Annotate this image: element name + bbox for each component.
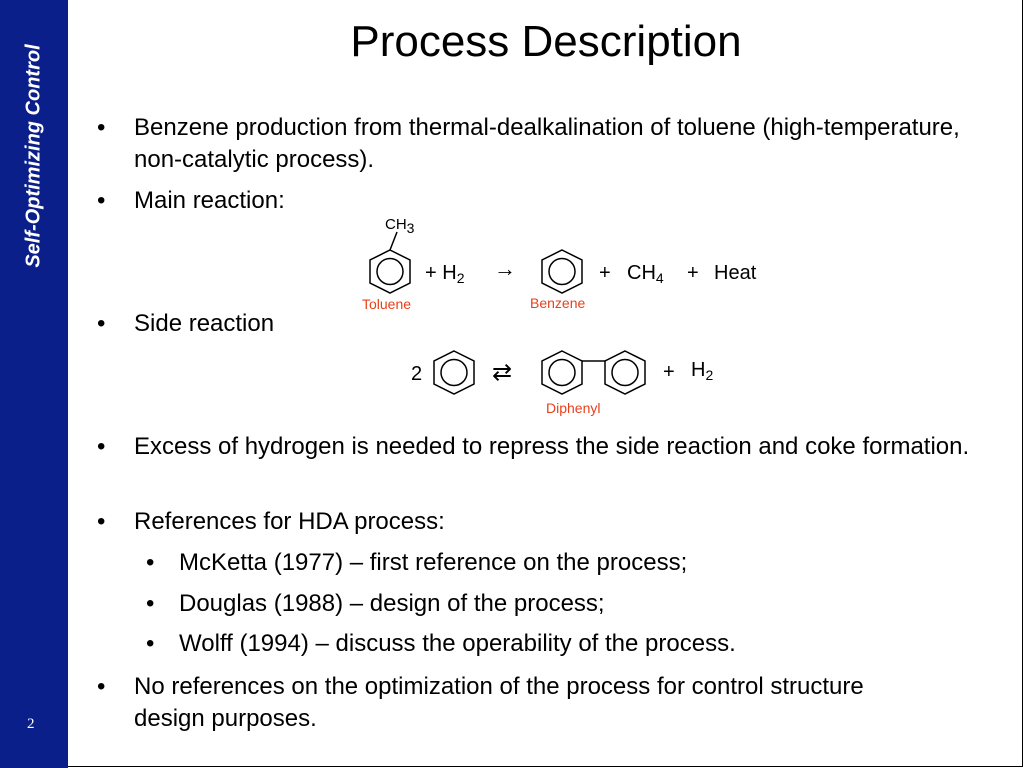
sub-bullet-wolff: • Wolff (1994) – discuss the operability… bbox=[146, 628, 979, 660]
sub-bullet-douglas: • Douglas (1988) – design of the process… bbox=[146, 588, 979, 620]
sub-bullet-mcketta: • McKetta (1977) – first reference on th… bbox=[146, 547, 979, 579]
bullet-text: McKetta (1977) – first reference on the … bbox=[179, 549, 688, 576]
bullet-text: Wolff (1994) – discuss the operability o… bbox=[179, 630, 736, 657]
bullet-text: Douglas (1988) – design of the process; bbox=[179, 590, 605, 617]
bullet-dot: • bbox=[97, 310, 106, 337]
ch4-product: CH4 bbox=[627, 262, 664, 286]
ch3-group: CH3 bbox=[385, 216, 415, 236]
label-toluene: Toluene bbox=[362, 296, 412, 312]
bullet-benzene-production: • Benzene production from thermal-dealka… bbox=[97, 112, 974, 176]
h2-product: H2 bbox=[691, 359, 714, 383]
label-benzene: Benzene bbox=[530, 295, 586, 311]
coefficient-2: 2 bbox=[411, 363, 423, 385]
bullet-side-reaction: • Side reaction bbox=[97, 308, 974, 340]
bullet-main-reaction: • Main reaction: bbox=[97, 185, 974, 217]
bullet-text: Benzene production from thermal-dealkali… bbox=[134, 114, 960, 173]
bullet-dot: • bbox=[146, 590, 155, 617]
benzene-ring bbox=[541, 249, 583, 294]
toluene-ring bbox=[369, 231, 411, 294]
bullet-dot: • bbox=[97, 114, 106, 141]
equilibrium-arrow: ⇄ bbox=[492, 359, 513, 386]
plus-sign: + bbox=[687, 262, 699, 284]
side-benzene-ring bbox=[433, 350, 475, 395]
bullet-dot: • bbox=[97, 187, 106, 214]
bullet-dot: • bbox=[97, 673, 106, 700]
reaction-arrow: → bbox=[494, 256, 516, 281]
bullet-no-references: • No references on the optimization of t… bbox=[97, 671, 934, 735]
label-diphenyl: Diphenyl bbox=[546, 400, 601, 416]
bullet-references: • References for HDA process: bbox=[97, 506, 974, 538]
bullet-text: References for HDA process: bbox=[134, 508, 445, 535]
sidebar: Self-Optimizing Control 2 bbox=[0, 0, 68, 768]
bullet-text: Excess of hydrogen is needed to repress … bbox=[134, 433, 970, 460]
plus-sign: + bbox=[599, 262, 611, 284]
bullet-text: No references on the optimization of the… bbox=[134, 673, 864, 732]
bullet-dot: • bbox=[146, 630, 155, 657]
bullet-excess-hydrogen: • Excess of hydrogen is needed to repres… bbox=[97, 431, 994, 463]
plus-sign: + bbox=[663, 361, 675, 383]
diphenyl-structure bbox=[541, 350, 646, 395]
page-number: 2 bbox=[27, 716, 35, 732]
heat-product: Heat bbox=[714, 262, 757, 284]
bullet-text: Side reaction bbox=[134, 310, 275, 337]
bullet-dot: • bbox=[146, 549, 155, 576]
bullet-text: Main reaction: bbox=[134, 187, 285, 214]
bullet-dot: • bbox=[97, 433, 106, 460]
plus-h2: + H2 bbox=[425, 262, 465, 286]
bullet-dot: • bbox=[97, 508, 106, 535]
slide-title: Process Description bbox=[350, 17, 742, 66]
